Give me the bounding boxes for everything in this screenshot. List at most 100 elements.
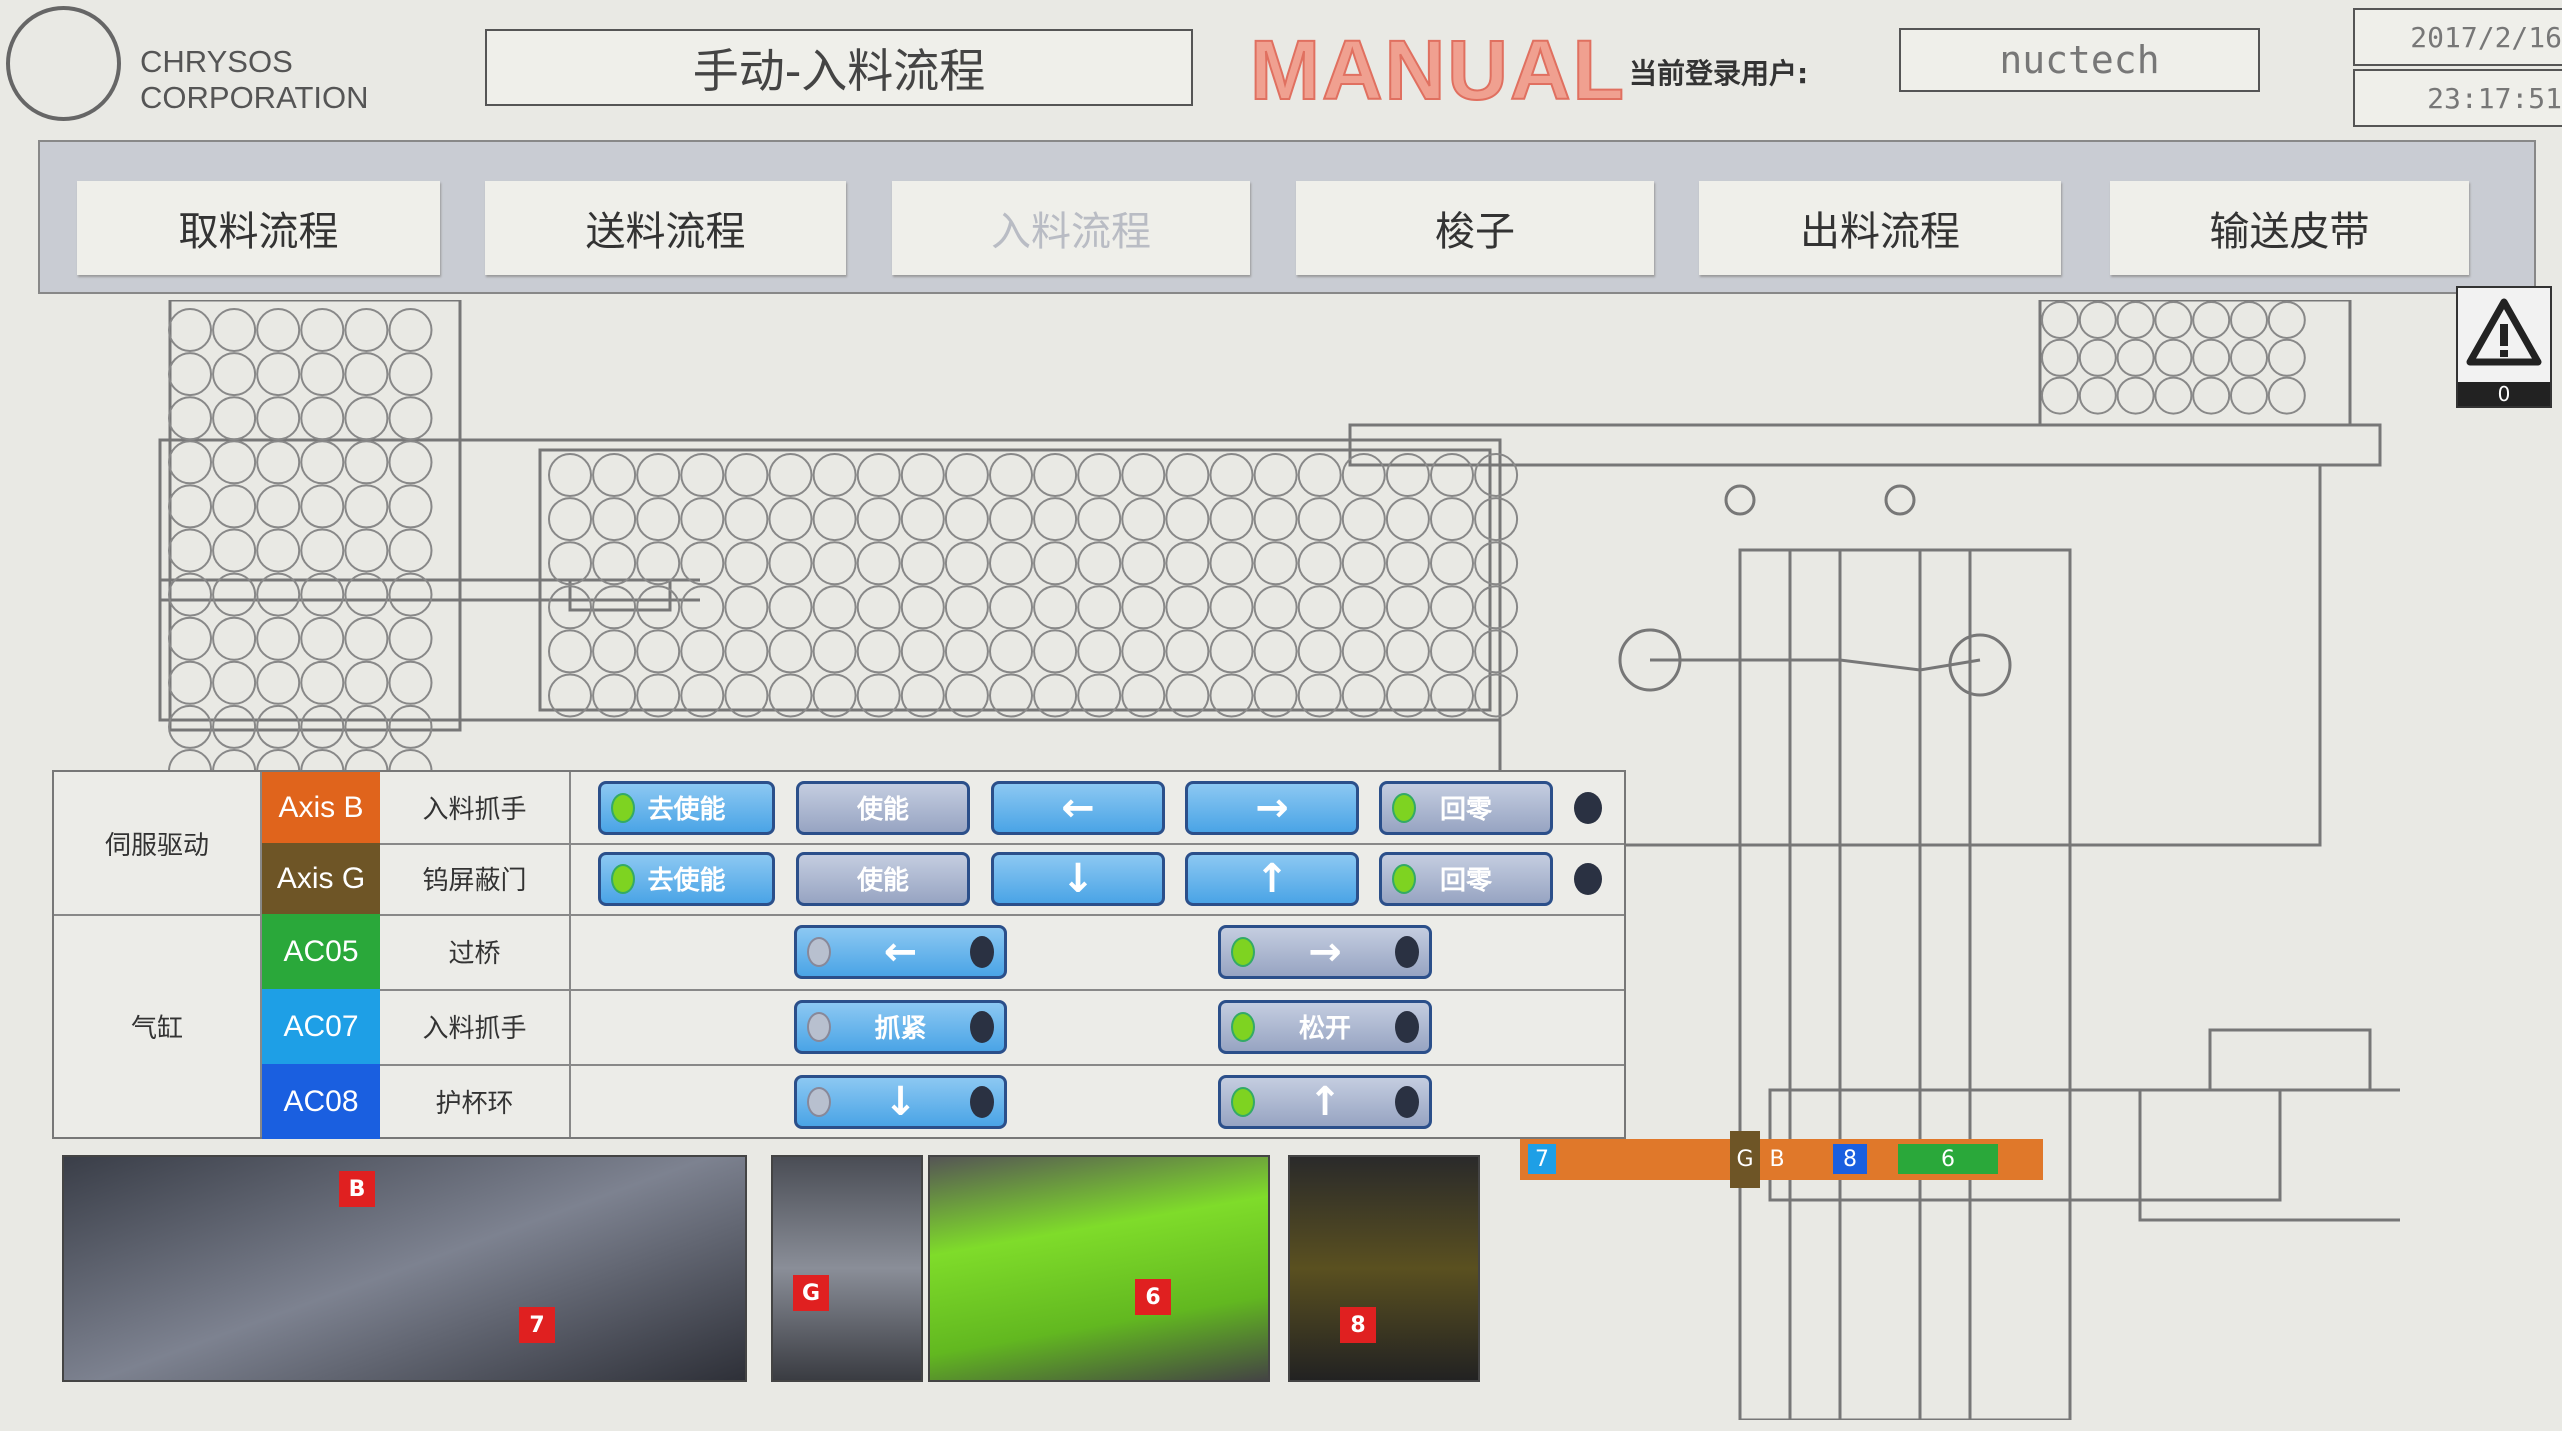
- cup-slot: [168, 484, 212, 529]
- cylinder-left-button[interactable]: ←: [794, 924, 1007, 979]
- cup-slot: [1121, 629, 1166, 674]
- disable-button[interactable]: 去使能: [598, 851, 775, 906]
- cup-slot: [812, 629, 857, 674]
- cup-slot: [856, 541, 901, 586]
- cup-slot: [636, 453, 681, 497]
- cylinder-left-button[interactable]: 抓紧: [794, 999, 1007, 1054]
- cup-slot: [1077, 453, 1122, 497]
- home-button[interactable]: 回零: [1379, 851, 1553, 906]
- cup-slot: [256, 704, 301, 749]
- jog-pos-button[interactable]: →: [1185, 780, 1359, 835]
- cup-slot: [256, 484, 301, 529]
- cup-slot: [1385, 629, 1430, 674]
- cup-slot: [724, 629, 769, 674]
- tab-pickup[interactable]: 取料流程: [77, 181, 440, 275]
- cup-slot: [344, 484, 389, 529]
- cup-slot: [300, 704, 345, 749]
- cup-slot: [2192, 301, 2231, 339]
- cup-slot: [989, 497, 1033, 542]
- cup-slot: [388, 396, 433, 441]
- cup-slot: [900, 453, 945, 497]
- cylinder-left-button[interactable]: ↓: [794, 1074, 1007, 1129]
- jog-neg-button[interactable]: ←: [991, 780, 1165, 835]
- row-code: AC07: [262, 989, 380, 1064]
- tab-conveyor[interactable]: 输送皮带: [2110, 181, 2469, 275]
- cup-slot: [1430, 497, 1474, 542]
- cup-slot: [989, 585, 1033, 630]
- cup-slot: [1121, 453, 1166, 497]
- user-label: 当前登录用户:: [1629, 57, 1809, 90]
- cup-slot: [168, 396, 212, 441]
- cup-slot: [300, 572, 345, 617]
- disable-button[interactable]: 去使能: [598, 780, 775, 835]
- group-servo: 伺服驱动: [104, 830, 209, 861]
- cup-slot: [212, 396, 257, 441]
- row-code: Axis G: [262, 843, 380, 914]
- date-display: 2017/2/16: [2353, 8, 2562, 66]
- cup-slot: [1033, 629, 1078, 674]
- cup-slot: [900, 497, 945, 542]
- cup-slot: [256, 396, 301, 441]
- cup-slot: [812, 497, 857, 542]
- cup-slot: [548, 585, 592, 630]
- cup-slot: [256, 660, 301, 705]
- cup-slot: [2230, 338, 2268, 377]
- enable-button[interactable]: 使能: [796, 851, 970, 906]
- photo-axis-g: G: [771, 1155, 923, 1382]
- cup-slot: [212, 308, 257, 352]
- cup-slot: [1033, 497, 1078, 542]
- cup-slot: [256, 616, 301, 661]
- tab-infeed[interactable]: 入料流程: [892, 181, 1250, 275]
- cup-slot: [388, 616, 433, 661]
- cup-slot: [388, 660, 433, 705]
- logo-line2: CORPORATION: [140, 80, 369, 115]
- cup-slot: [2267, 301, 2306, 339]
- cup-slot: [1430, 629, 1474, 674]
- cup-slot: [768, 541, 813, 586]
- button-label: 松开: [1298, 1014, 1351, 1044]
- tab-shuttle[interactable]: 梭子: [1296, 181, 1654, 275]
- cup-slot: [1385, 453, 1430, 497]
- cup-slot: [812, 541, 857, 586]
- button-label: 回零: [1439, 866, 1492, 896]
- home-button[interactable]: 回零: [1379, 780, 1553, 835]
- cylinder-right-button[interactable]: 松开: [1218, 999, 1432, 1054]
- cup-slot: [1430, 585, 1474, 630]
- cup-slot: [900, 673, 945, 718]
- cup-slot: [944, 629, 989, 674]
- cylinder-right-button[interactable]: →: [1218, 924, 1432, 979]
- cup-slot: [212, 484, 257, 529]
- cup-slot: [2230, 376, 2268, 415]
- cup-slot: [1077, 585, 1122, 630]
- cup-slot: [548, 453, 592, 497]
- cup-slot: [344, 572, 389, 617]
- mode-indicator: MANUAL: [1249, 22, 1626, 118]
- tag-g: G: [793, 1275, 829, 1311]
- cup-slot: [2116, 376, 2155, 415]
- button-label: 回零: [1439, 795, 1492, 825]
- tab-feed[interactable]: 送料流程: [485, 181, 846, 275]
- tab-outfeed[interactable]: 出料流程: [1699, 181, 2061, 275]
- cup-slot: [388, 484, 433, 529]
- cup-slot: [1253, 585, 1298, 630]
- jog-pos-button[interactable]: ↑: [1185, 851, 1359, 906]
- status-dot-icon: [970, 1010, 994, 1043]
- arrow-icon: ↓: [1061, 855, 1095, 902]
- cup-slot: [168, 572, 212, 617]
- cup-slot: [1297, 497, 1342, 542]
- cup-slot: [1033, 541, 1078, 586]
- logo-line1: CHRYSOS: [140, 44, 293, 79]
- cup-slot: [2116, 338, 2155, 377]
- cylinder-right-button[interactable]: ↑: [1218, 1074, 1432, 1129]
- tag-8: 8: [1340, 1307, 1376, 1343]
- cup-slot: [900, 629, 945, 674]
- cup-slot: [1165, 629, 1210, 674]
- cup-slot: [256, 572, 301, 617]
- jog-neg-button[interactable]: ↓: [991, 851, 1165, 906]
- cup-slot: [2078, 376, 2117, 415]
- cup-slot: [212, 440, 257, 485]
- cup-slot: [592, 629, 637, 674]
- enable-button[interactable]: 使能: [796, 780, 970, 835]
- cup-slot: [724, 453, 769, 497]
- alarm-button[interactable]: 0: [2456, 286, 2552, 408]
